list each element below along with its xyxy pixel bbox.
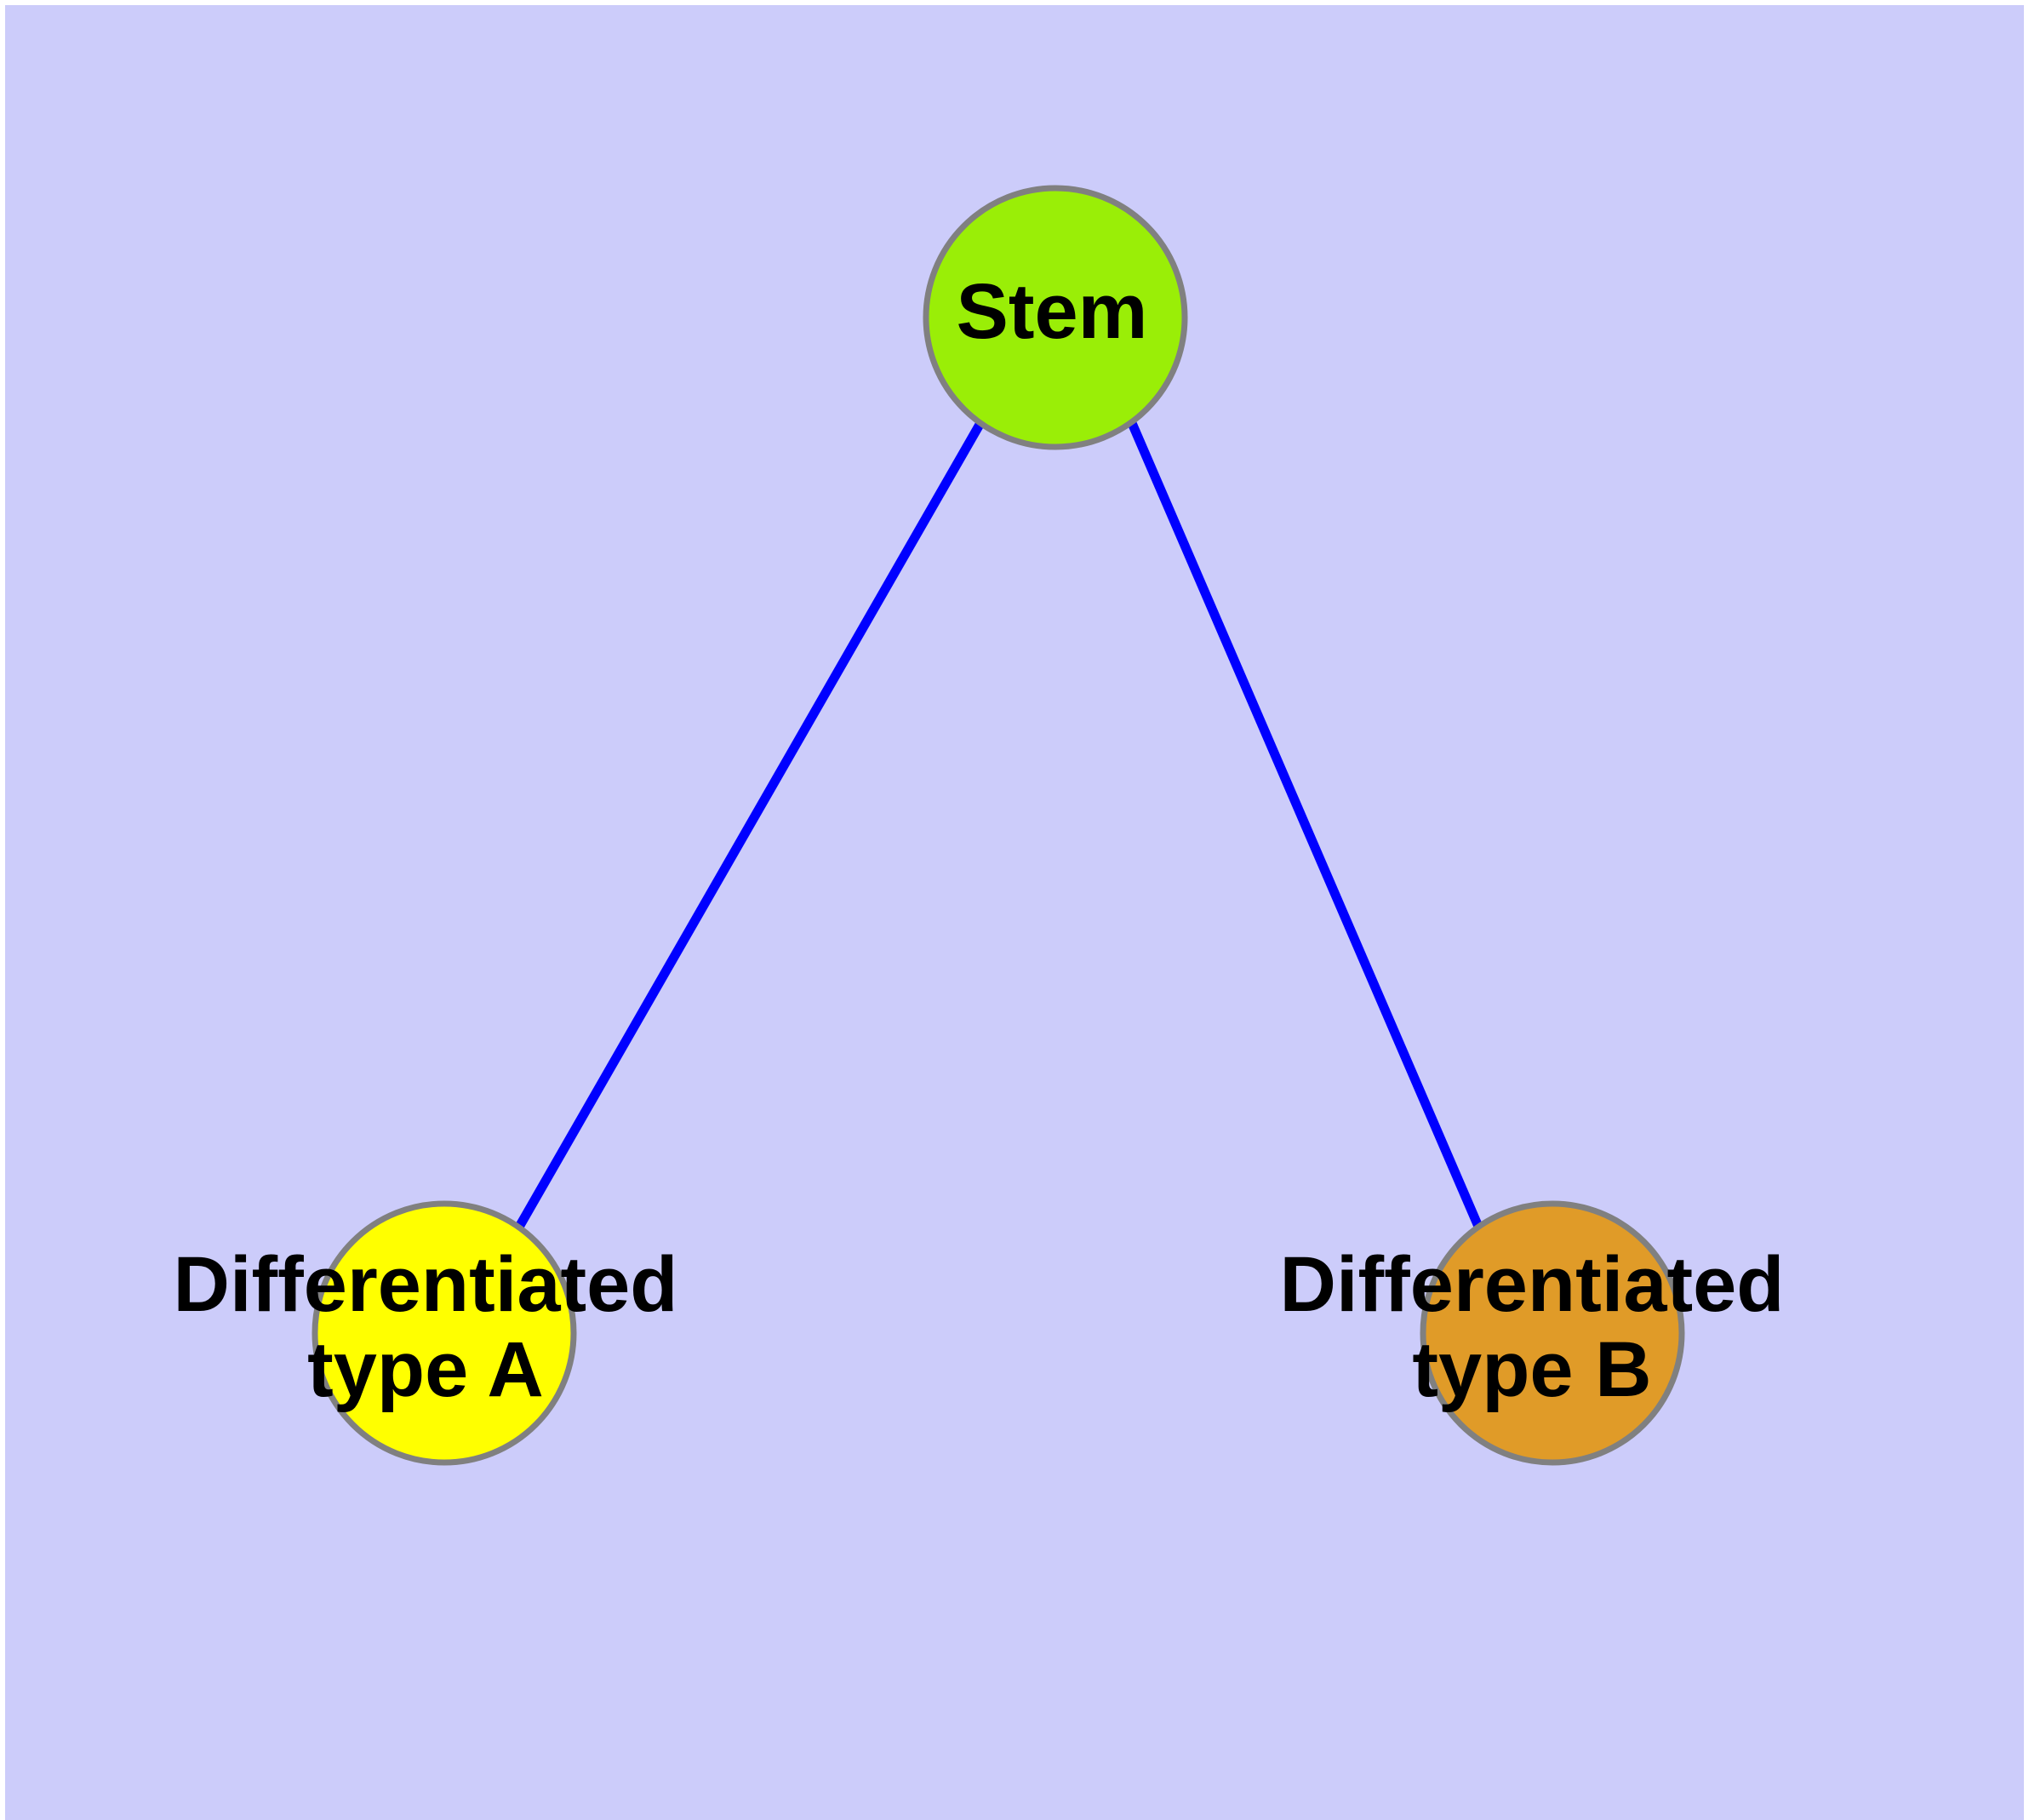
graph-node-diff_a[interactable] bbox=[311, 1200, 577, 1466]
graph-edge-stem-to-diff_b bbox=[1127, 421, 1484, 1231]
graph-node-stem[interactable] bbox=[923, 185, 1188, 450]
nodes-layer bbox=[311, 185, 1685, 1466]
graph-node-diff_b[interactable] bbox=[1420, 1200, 1685, 1466]
edges-layer bbox=[514, 421, 1484, 1231]
graph-edge-stem-to-diff_a bbox=[514, 421, 985, 1231]
